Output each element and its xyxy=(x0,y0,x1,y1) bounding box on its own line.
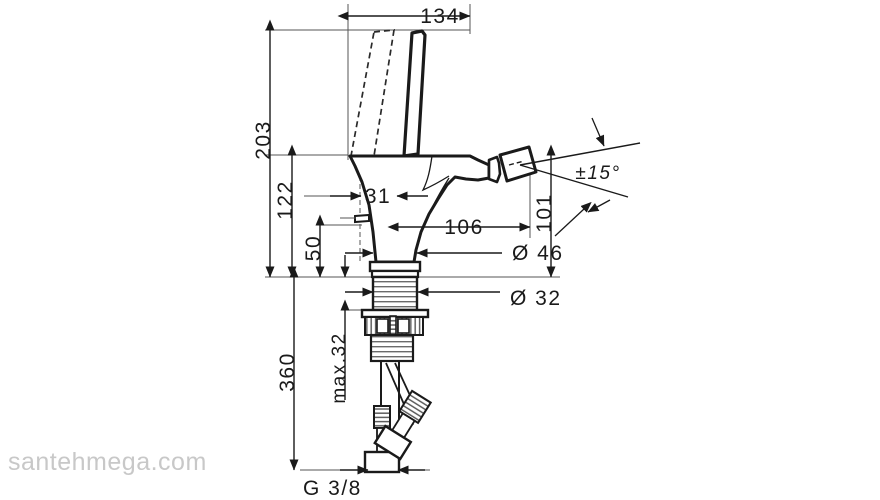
aerator-centerline xyxy=(508,160,525,166)
spout-inner-contour xyxy=(431,177,450,209)
dim-label-31: 31 xyxy=(365,185,391,208)
coupling-nut-upper xyxy=(373,405,391,429)
dim-label-g38: G 3/8 xyxy=(303,477,362,500)
dimension-lines xyxy=(265,11,556,475)
swivel-angle-indicator xyxy=(519,117,641,237)
aerator-head xyxy=(498,145,538,183)
lower-housing xyxy=(369,333,415,363)
faucet-body-outline xyxy=(340,29,538,474)
dim-label-360: 360 xyxy=(276,352,299,392)
bracket-inner-left xyxy=(376,318,389,334)
dim-label-angle: ±15° xyxy=(575,163,620,184)
base-flange xyxy=(368,260,422,273)
connection-nut-g38 xyxy=(363,450,401,474)
mixer-body xyxy=(348,154,491,264)
dim-label-106: 106 xyxy=(444,216,484,239)
dim-label-203: 203 xyxy=(252,120,275,160)
body-inner-contour xyxy=(421,155,450,192)
dim-label-122: 122 xyxy=(274,180,297,220)
angle-leader-lower-2 xyxy=(587,199,611,213)
angle-leader-lower xyxy=(554,201,592,237)
dimension-labels: 134 203 122 50 31 106 101 ±15° Ø 46 Ø 32… xyxy=(252,5,620,500)
dim-label-134: 134 xyxy=(420,5,460,28)
bracket-inner-right xyxy=(397,318,410,334)
dim-label-max32: max.32 xyxy=(329,332,350,403)
threaded-shank xyxy=(371,275,419,312)
dim-label-d46: Ø 46 xyxy=(512,242,564,265)
handle-lever-stub xyxy=(354,213,370,224)
dim-label-50: 50 xyxy=(302,235,325,261)
lever-handle xyxy=(402,29,427,158)
dim-label-d32: Ø 32 xyxy=(510,287,562,310)
aerator-neck xyxy=(487,155,502,184)
angle-leader-upper xyxy=(591,117,605,147)
site-watermark: santehmega.com xyxy=(8,448,207,476)
dim-label-101: 101 xyxy=(533,193,556,233)
lever-handle-dashed xyxy=(349,29,396,157)
angled-hose-connector xyxy=(373,389,433,461)
